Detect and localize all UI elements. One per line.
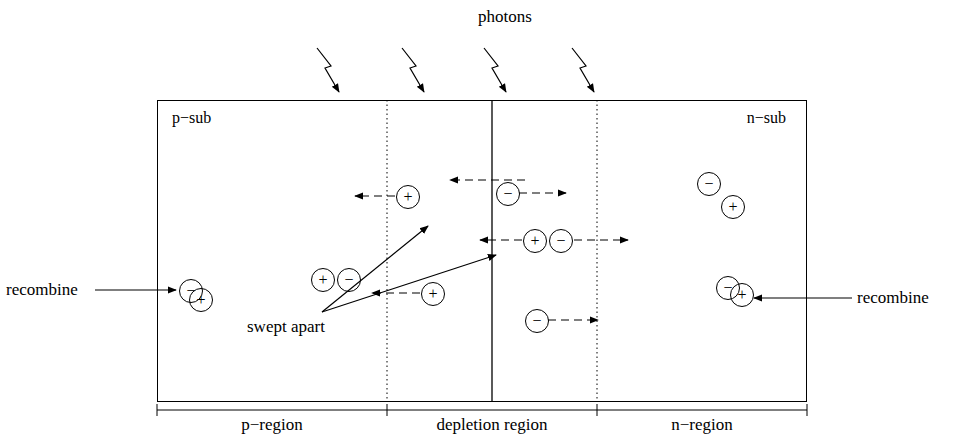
carrier-circle: − [549,229,573,253]
charge-sign: + [403,189,412,205]
charge-sign: − [503,186,512,202]
leader-arrows [95,226,852,312]
carrier-circle: − [496,182,520,206]
junction-line [491,100,492,402]
charge-sign: + [728,199,737,215]
charge-sign: − [704,176,713,192]
annotation-label: recombine [857,289,929,308]
carrier-circle: + [523,229,547,253]
carrier-circle: + [730,283,754,307]
region-label: depletion region [437,416,548,435]
charge-sign: + [737,287,746,303]
carrier-circle: − [337,268,361,292]
carrier-circle: − [525,309,549,333]
carrier-circle: + [721,195,745,219]
region-label: n−region [671,416,733,435]
charge-sign: − [186,283,195,299]
region-name: p−sub [172,109,211,127]
charge-sign: − [532,313,541,329]
charge-sign: − [344,272,353,288]
carrier-circle: − [716,276,740,300]
charge-sign: − [723,280,732,296]
carrier-circle: + [311,268,335,292]
drift-arrows [355,180,628,320]
depletion-edge [387,100,388,402]
carrier-circle: + [189,288,213,312]
region-label: p−region [241,416,303,435]
annotation-label: swept apart [247,318,325,337]
charge-sign: + [530,233,539,249]
carrier-circle: − [697,172,721,196]
region-name: n−sub [747,109,786,127]
depletion-edge [597,100,598,402]
substrate-box: p−subn−sub+−−++−+−+−+−+− [157,100,807,402]
charge-sign: + [196,292,205,308]
carrier-circle: + [421,282,445,306]
carrier-circle: + [396,185,420,209]
annotation-label: photons [478,8,532,27]
annotation-label: recombine [6,281,78,300]
charge-sign: + [318,272,327,288]
charge-sign: + [428,286,437,302]
region-ruler [157,404,807,416]
charge-sign: − [556,233,565,249]
photon-arrows [317,48,594,92]
